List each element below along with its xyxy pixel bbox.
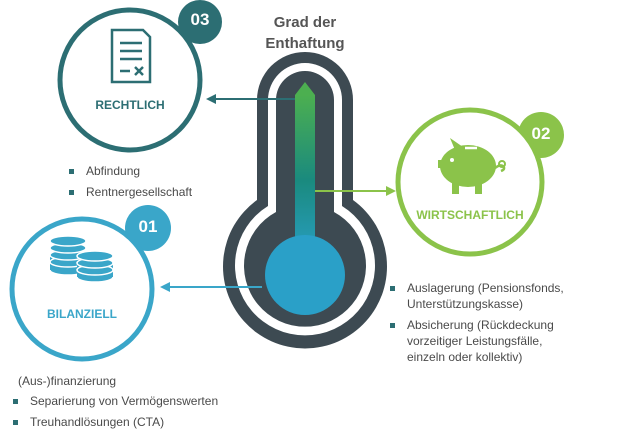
list-item: Abfindung (66, 163, 192, 179)
badge-rechtlich: 03 (190, 10, 210, 29)
bilanziell-intro: (Aus-)finanzierung (18, 374, 117, 388)
document-icon (110, 28, 152, 84)
badge-wirtschaftlich: 02 (531, 124, 551, 143)
circle-wirtschaftlich (395, 107, 564, 257)
diagram-title: Grad der Enthaftung (245, 12, 365, 54)
coins-icon (49, 235, 114, 283)
circle-bilanziell (9, 205, 171, 362)
label-wirtschaftlich: WIRTSCHAFTLICH (416, 208, 524, 222)
arrow-wirtschaftlich (315, 186, 396, 196)
piggy-bank-icon (438, 138, 506, 194)
thermometer-fill (295, 95, 315, 265)
circle-rechtlich (57, 0, 222, 153)
wirtschaftlich-list: Auslagerung (Pensionsfonds, Unterstützun… (387, 280, 564, 370)
list-item: Treuhandlösungen (CTA) (10, 414, 218, 430)
list-item: Auslagerung (Pensionsfonds, Unterstützun… (387, 280, 564, 312)
bilanziell-list: Separierung von Vermögenswerten Treuhand… (10, 393, 218, 435)
rechtlich-list: Abfindung Rentnergesellschaft (66, 163, 192, 205)
thermometer-bulb (265, 235, 345, 315)
list-item: Absicherung (Rückdeckung vorzeitiger Lei… (387, 317, 564, 365)
label-bilanziell: BILANZIELL (47, 307, 117, 321)
title-line-1: Grad der (273, 14, 337, 31)
list-item: Separierung von Vermögenswerten (10, 393, 218, 409)
arrow-bilanziell (160, 282, 262, 292)
title-line-2: Enthaftung (265, 35, 345, 52)
badge-bilanziell: 01 (138, 217, 158, 236)
arrow-rechtlich (206, 94, 295, 104)
label-rechtlich: RECHTLICH (95, 98, 165, 112)
list-item: Rentnergesellschaft (66, 184, 192, 200)
thermometer (222, 52, 387, 349)
